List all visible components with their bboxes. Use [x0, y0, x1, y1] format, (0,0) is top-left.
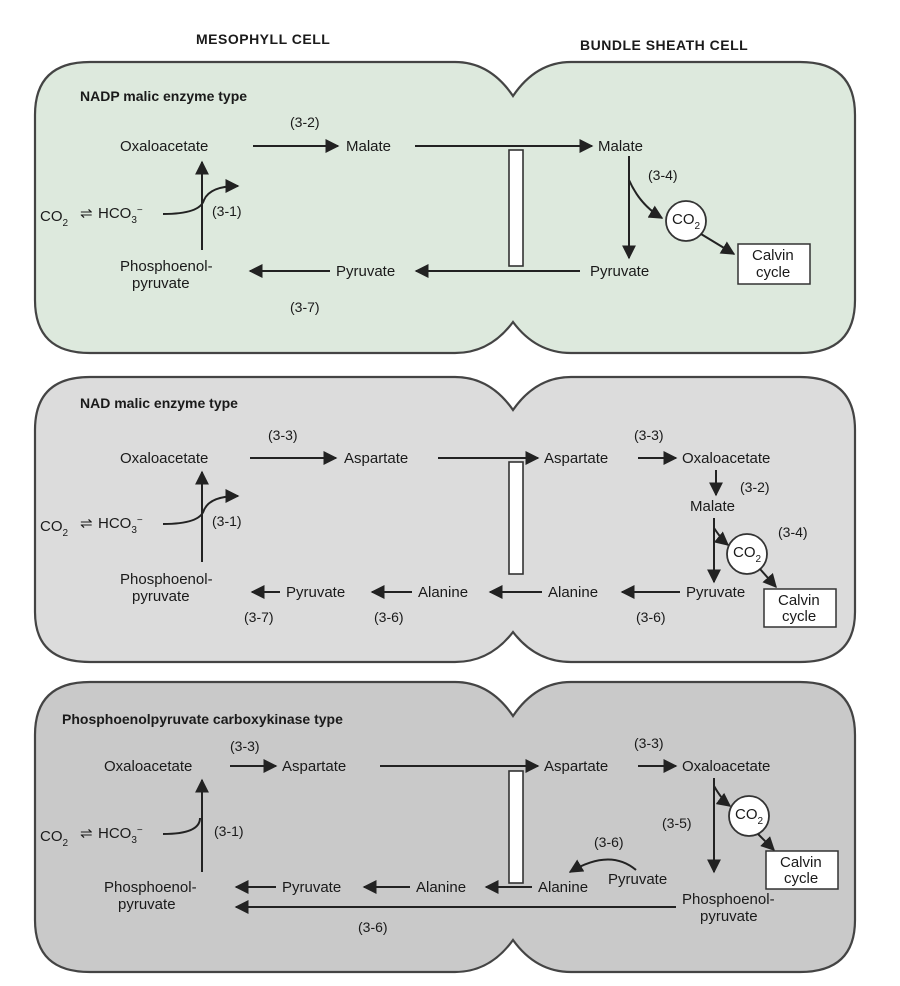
pep-label-line1: Phosphoenol-: [120, 258, 213, 275]
equilibrium-symbol: ⇌: [80, 205, 93, 222]
oxaloacetate-bundle-sheath-label: Oxaloacetate: [682, 758, 770, 775]
step-3-7-label: (3-7): [244, 609, 274, 625]
co2-label: CO2: [40, 828, 69, 849]
cell-wall-plasmodesmata: [508, 149, 524, 267]
step-3-6-label-mesophyll: (3-6): [374, 609, 404, 625]
step-3-6-label-bundle-sheath: (3-6): [636, 609, 666, 625]
bundle-sheath-cell-header: BUNDLE SHEATH CELL: [580, 37, 748, 53]
arrow-bicarbonate-joining: [162, 489, 240, 525]
oxaloacetate-bundle-sheath-label: Oxaloacetate: [682, 450, 770, 467]
equilibrium-symbol: ⇌: [80, 825, 93, 842]
malate-mesophyll-label: Malate: [346, 138, 391, 155]
step-3-4-label: (3-4): [648, 167, 678, 183]
aspartate-mesophyll-label: Aspartate: [282, 758, 346, 775]
panel-nadp-malic-enzyme: NADP malic enzyme type Oxaloacetate (3-2…: [33, 60, 857, 355]
step-3-1-label: (3-1): [214, 823, 244, 839]
arrow-pyruvate-to-alanine: [568, 858, 637, 873]
pep-bundle-sheath-label-line1: Phosphoenol-: [682, 891, 775, 908]
aspartate-bundle-sheath-label: Aspartate: [544, 450, 608, 467]
pep-label-line1: Phosphoenol-: [104, 879, 197, 896]
bicarbonate-label: HCO3−: [98, 825, 143, 846]
pyruvate-bundle-sheath-label: Pyruvate: [686, 584, 745, 601]
co2-circle: [665, 200, 707, 242]
aspartate-mesophyll-label: Aspartate: [344, 450, 408, 467]
step-3-4-label: (3-4): [778, 524, 808, 540]
panel-nad-malic-enzyme: NAD malic enzyme type (3-3) Oxaloacetate…: [33, 375, 857, 664]
pyruvate-mesophyll-label: Pyruvate: [336, 263, 395, 280]
arrow-decarboxylation: [713, 527, 730, 546]
pep-bundle-sheath-label-line2: pyruvate: [700, 908, 758, 925]
calvin-label-line1: Calvin: [752, 247, 794, 264]
calvin-label-line2: cycle: [782, 608, 816, 625]
pep-label-line2: pyruvate: [132, 588, 190, 605]
calvin-label-line1: Calvin: [780, 854, 822, 871]
panel-title: NADP malic enzyme type: [80, 88, 247, 104]
calvin-cycle-box: [737, 243, 811, 285]
co2-label: CO2: [40, 518, 69, 539]
oxaloacetate-mesophyll-label: Oxaloacetate: [120, 450, 208, 467]
arrow-bicarbonate-joining: [162, 179, 240, 215]
pep-label-line2: pyruvate: [132, 275, 190, 292]
co2-circle-label: CO2: [735, 806, 764, 827]
pyruvate-bundle-sheath-label: Pyruvate: [590, 263, 649, 280]
alanine-bundle-sheath-label: Alanine: [548, 584, 598, 601]
aspartate-bundle-sheath-label: Aspartate: [544, 758, 608, 775]
pyruvate-mesophyll-label: Pyruvate: [286, 584, 345, 601]
pep-label-line2: pyruvate: [118, 896, 176, 913]
mesophyll-cell-header: MESOPHYLL CELL: [196, 31, 330, 47]
bicarbonate-label: HCO3−: [98, 515, 143, 536]
co2-circle: [726, 533, 768, 575]
arrow-co2-to-calvin: [700, 233, 736, 255]
cell-wall-plasmodesmata: [508, 770, 524, 884]
step-3-6-label-bundle-sheath: (3-6): [594, 834, 624, 850]
cell-outline: [33, 60, 857, 355]
panel-title: NAD malic enzyme type: [80, 395, 238, 411]
step-3-3-label-mesophyll: (3-3): [268, 427, 298, 443]
arrow-decarboxylation: [628, 179, 664, 219]
cell-outline: [33, 680, 857, 974]
malate-bundle-sheath-label: Malate: [598, 138, 643, 155]
alanine-mesophyll-label: Alanine: [416, 879, 466, 896]
co2-label: CO2: [40, 208, 69, 229]
calvin-label-line2: cycle: [784, 870, 818, 887]
arrow-bicarbonate-joining: [162, 817, 201, 835]
co2-circle-label: CO2: [733, 544, 762, 565]
arrow-co2-to-calvin: [759, 568, 777, 589]
cell-outline: [33, 375, 857, 664]
malate-label: Malate: [690, 498, 735, 515]
arrow-co2-to-calvin: [757, 833, 775, 851]
calvin-cycle-box: [765, 850, 839, 890]
calvin-label-line1: Calvin: [778, 592, 820, 609]
panel-pep-carboxykinase: Phosphoenolpyruvate carboxykinase type (…: [33, 680, 857, 974]
cell-wall-plasmodesmata: [508, 461, 524, 575]
oxaloacetate-mesophyll-label: Oxaloacetate: [104, 758, 192, 775]
pep-label-line1: Phosphoenol-: [120, 571, 213, 588]
step-3-3-label-bundle-sheath: (3-3): [634, 427, 664, 443]
step-3-3-label-bundle-sheath: (3-3): [634, 735, 664, 751]
oxaloacetate-label: Oxaloacetate: [120, 138, 208, 155]
step-3-2-label: (3-2): [290, 114, 320, 130]
equilibrium-symbol: ⇌: [80, 515, 93, 532]
co2-circle-label: CO2: [672, 211, 701, 232]
step-3-1-label: (3-1): [212, 513, 242, 529]
calvin-cycle-box: [763, 588, 837, 628]
calvin-label-line2: cycle: [756, 264, 790, 281]
step-3-3-label-mesophyll: (3-3): [230, 738, 260, 754]
step-3-7-label: (3-7): [290, 299, 320, 315]
step-3-6-label-mesophyll: (3-6): [358, 919, 388, 935]
step-3-2-label: (3-2): [740, 479, 770, 495]
bicarbonate-label: HCO3−: [98, 205, 143, 226]
panel-title: Phosphoenolpyruvate carboxykinase type: [62, 711, 343, 727]
arrow-decarboxylation: [713, 785, 732, 807]
alanine-bundle-sheath-label: Alanine: [538, 879, 588, 896]
step-3-1-label: (3-1): [212, 203, 242, 219]
pyruvate-mesophyll-label: Pyruvate: [282, 879, 341, 896]
step-3-5-label: (3-5): [662, 815, 692, 831]
pyruvate-bundle-sheath-label: Pyruvate: [608, 871, 667, 888]
co2-circle: [728, 795, 770, 837]
alanine-mesophyll-label: Alanine: [418, 584, 468, 601]
